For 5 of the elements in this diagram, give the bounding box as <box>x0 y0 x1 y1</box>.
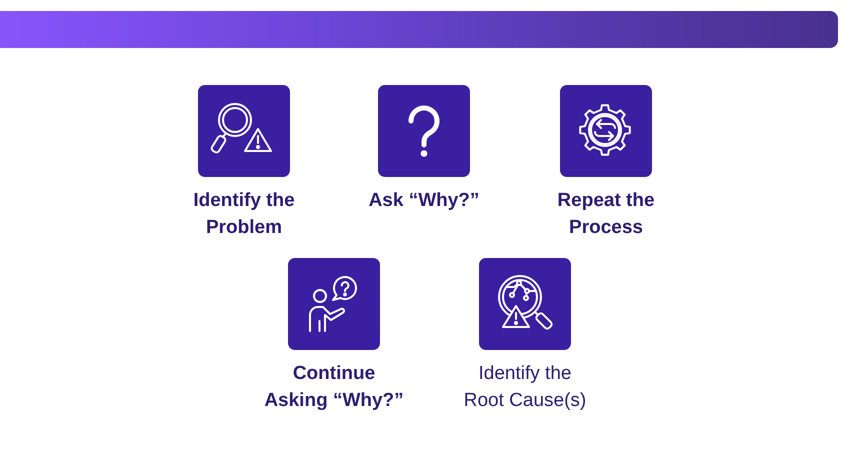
step-label: Repeat the Process <box>556 189 656 240</box>
step-label: Continue Asking “Why?” <box>264 362 404 413</box>
step-label: Identify the Problem <box>192 189 296 240</box>
step-label: Ask “Why?” <box>368 189 480 213</box>
step-label: Identify the Root Cause(s) <box>463 362 587 413</box>
